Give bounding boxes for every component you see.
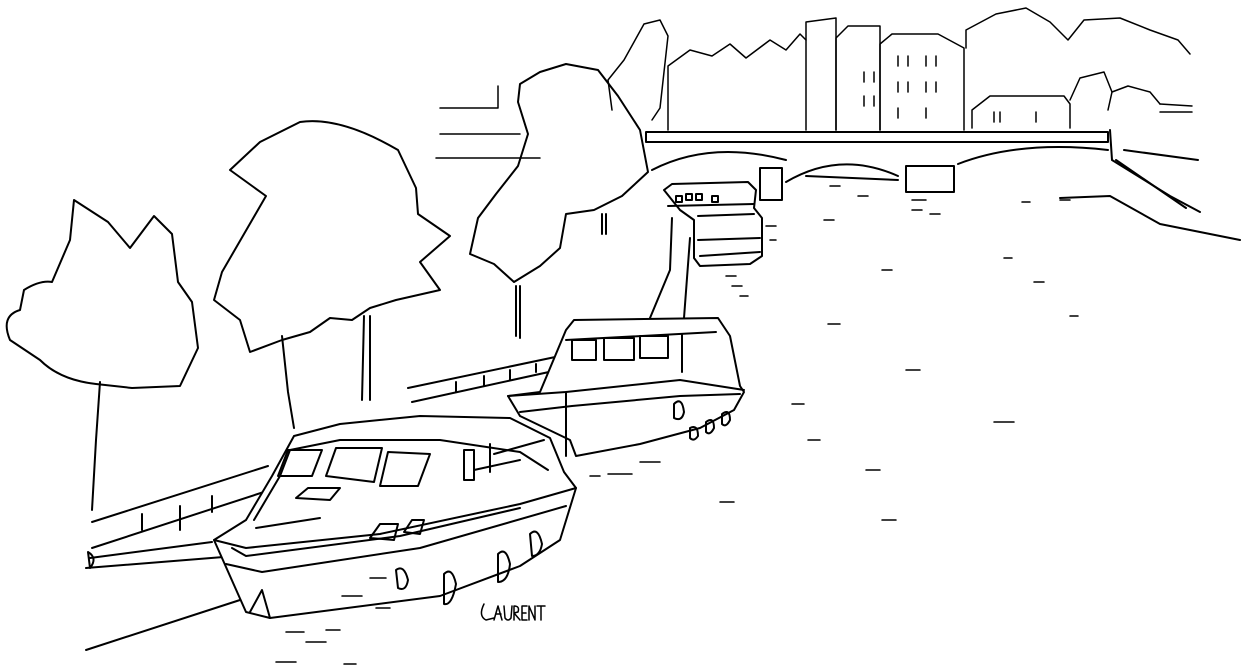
tree-middle: [469, 63, 649, 339]
artist-signature: [480, 603, 546, 621]
water-ripples: [275, 185, 1079, 665]
middle-boat: [507, 217, 745, 457]
tree-center: [213, 120, 451, 429]
buildings: [805, 17, 1071, 131]
left-horizon: [435, 85, 541, 159]
background-trees: [667, 7, 1193, 131]
far-boat: [663, 181, 763, 267]
front-boat: [213, 415, 577, 619]
tree-bridge: [607, 19, 669, 121]
tree-left: [5, 199, 199, 511]
bridge: [645, 131, 1109, 201]
right-embankment: [1059, 129, 1241, 241]
quay: [85, 355, 561, 651]
